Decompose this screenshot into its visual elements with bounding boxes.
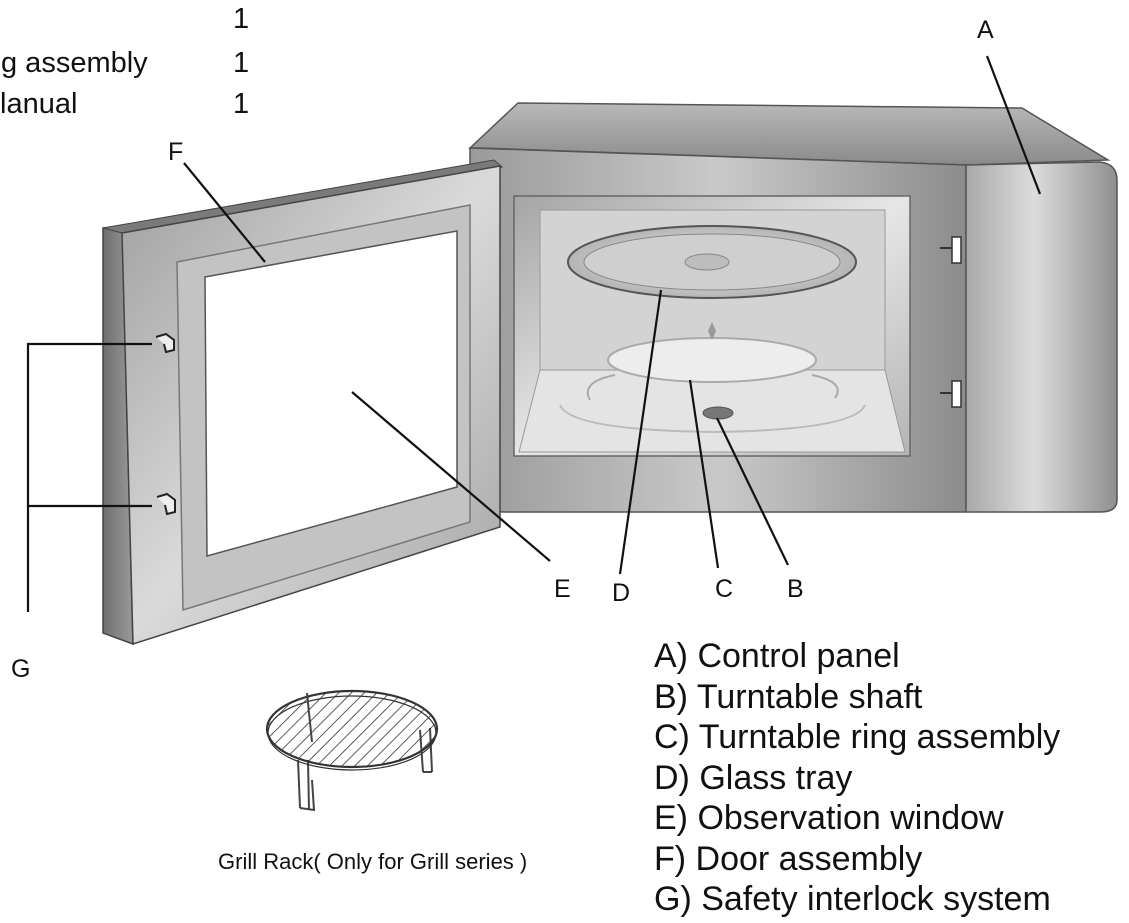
floor-arcs <box>559 404 866 434</box>
legend-item-turntable-ring: C) Turntable ring assembly <box>654 718 1061 756</box>
callout-e: E <box>554 575 571 603</box>
glass-tray-hub <box>684 253 730 271</box>
legend-item-control-panel: A) Control panel <box>654 637 900 675</box>
turntable-ring <box>607 337 817 383</box>
item-name-2: g assembly <box>1 47 148 79</box>
latch-slot-lower <box>951 380 962 408</box>
callout-f: F <box>168 138 184 166</box>
callout-g: G <box>11 655 31 683</box>
parts-legend: A) Control panel B) Turntable shaft C) T… <box>654 636 1060 920</box>
item-qty-2: 1 <box>233 47 250 79</box>
grill-rack <box>265 689 439 812</box>
legend-item-observation-window: E) Observation window <box>654 799 1004 837</box>
item-qty-1: 1 <box>233 3 250 35</box>
latch-slot-upper <box>951 236 962 264</box>
legend-item-turntable-shaft: B) Turntable shaft <box>654 677 923 716</box>
callout-a: A <box>977 16 994 44</box>
turntable-shaft <box>702 406 734 420</box>
item-name-3: lanual <box>0 88 78 120</box>
shaft-arrow <box>708 322 716 340</box>
door-top-edge <box>102 159 504 234</box>
legend-item-glass-tray: D) Glass tray <box>654 758 853 797</box>
control-panel <box>965 161 1118 513</box>
legend-item-door-assembly: F) Door assembly <box>654 839 923 878</box>
grill-rack-caption: Grill Rack( Only for Grill series ) <box>218 849 528 874</box>
ring-arcs <box>586 374 839 401</box>
interlock-hook-upper <box>155 332 175 354</box>
interlock-hook-lower <box>156 492 176 516</box>
leader-lines <box>26 55 1042 612</box>
callout-d: D <box>612 579 631 607</box>
legend-item-safety-interlock: G) Safety interlock system <box>654 880 1051 918</box>
callout-c: C <box>715 575 734 603</box>
observation-window <box>204 230 458 557</box>
callout-b: B <box>787 575 804 603</box>
item-qty-3: 1 <box>233 88 250 120</box>
